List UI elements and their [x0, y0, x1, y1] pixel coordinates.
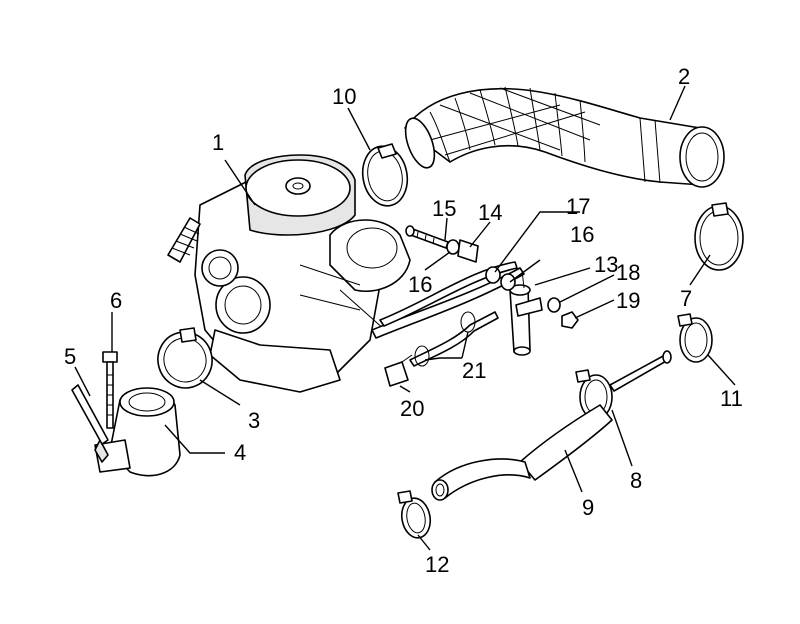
- clamp-3: [157, 327, 213, 389]
- callout-18: 18: [616, 260, 640, 285]
- bolt-6: [102, 351, 118, 429]
- sensor-13: [509, 269, 543, 356]
- resonator-tube-9: [431, 350, 672, 501]
- callout-12: 12: [425, 552, 449, 577]
- callout-20: 20: [400, 396, 424, 421]
- callout-19: 19: [616, 288, 640, 313]
- leader-lines: [74, 85, 736, 551]
- clamp-10: [361, 143, 409, 207]
- callout-5: 5: [64, 344, 76, 369]
- washer-17: [500, 273, 516, 291]
- callout-9: 9: [582, 495, 594, 520]
- callout-8: 8: [630, 468, 642, 493]
- callout-1: 1: [212, 130, 224, 155]
- bracket-14: [371, 239, 525, 339]
- callout-3: 3: [248, 408, 260, 433]
- callout-16b: 16: [570, 222, 594, 247]
- callout-4: 4: [234, 440, 246, 465]
- callout-14: 14: [478, 200, 502, 225]
- washer-16a: [446, 239, 460, 255]
- callout-21: 21: [462, 358, 486, 383]
- washer-18: [547, 297, 561, 313]
- screw-15: [405, 225, 449, 249]
- carburetor: [167, 154, 411, 393]
- callout-labels: 1 2 3 4 5 6 7 8 9 10 11 12 13 14 15 16 1…: [64, 64, 743, 577]
- connector-20: [384, 354, 413, 387]
- callout-15: 15: [432, 196, 456, 221]
- callout-11: 11: [720, 386, 743, 411]
- callout-6: 6: [110, 288, 122, 313]
- intake-duct: [404, 86, 725, 188]
- callout-7: 7: [680, 286, 692, 311]
- clamp-11: [677, 313, 713, 363]
- callout-17: 17: [566, 194, 590, 219]
- hose-5: [71, 384, 109, 445]
- callout-10: 10: [332, 84, 356, 109]
- clamp-12: [397, 490, 432, 539]
- clamp-7: [694, 202, 744, 271]
- washer-16b: [485, 266, 501, 284]
- callout-13: 13: [594, 252, 618, 277]
- callout-2: 2: [678, 64, 690, 89]
- intake-manifold: [94, 387, 181, 477]
- nut-19: [561, 311, 579, 329]
- callout-16a: 16: [408, 272, 432, 297]
